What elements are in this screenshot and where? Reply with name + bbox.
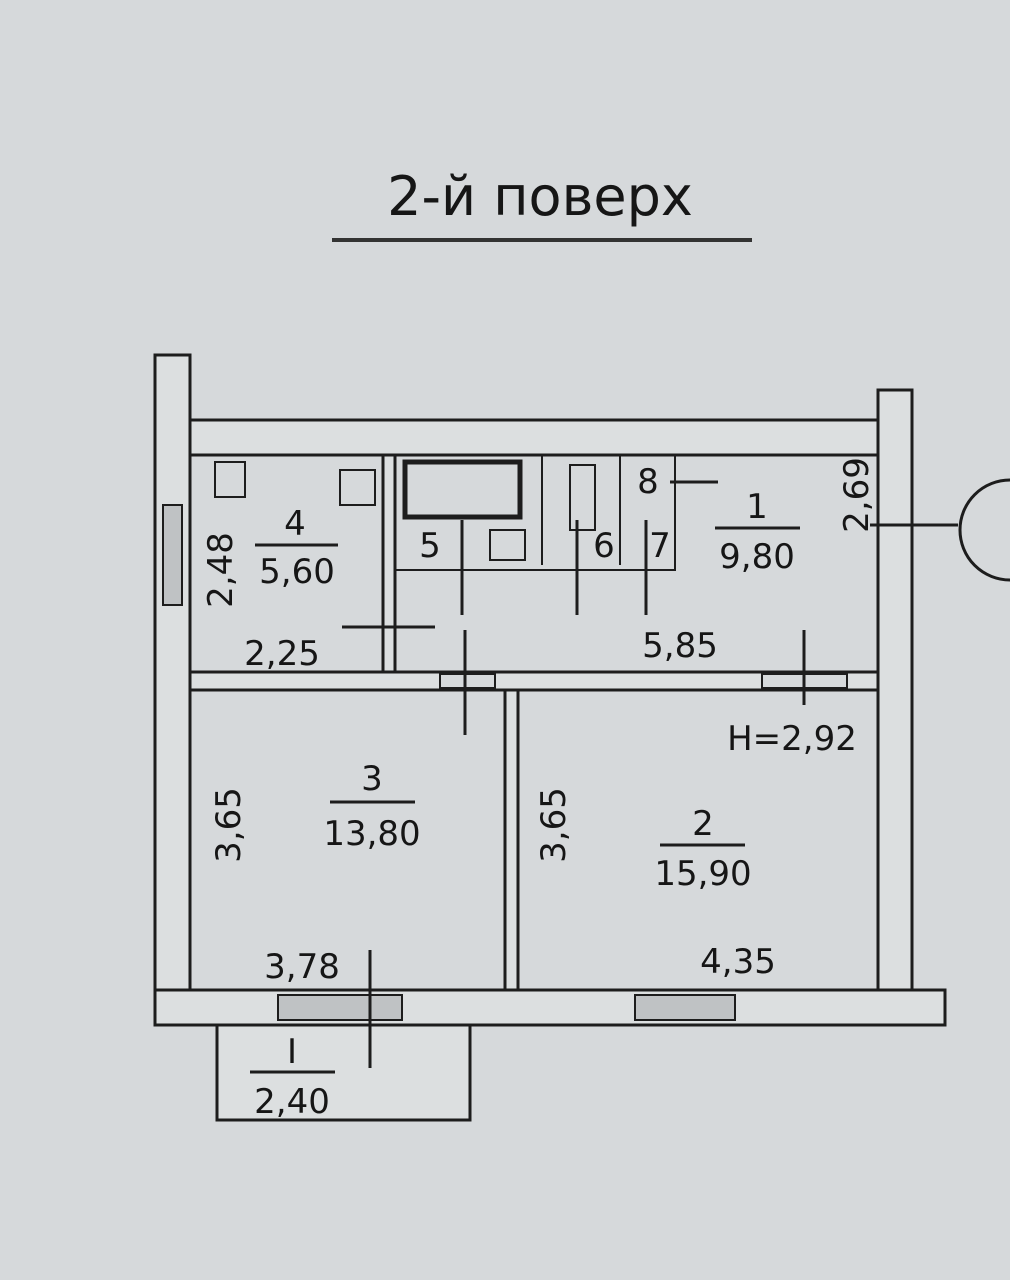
room-8-number: 8: [637, 462, 659, 502]
dimension-lines: [342, 478, 1010, 1068]
window-room3: [277, 994, 403, 1021]
dim-room2-width: 4,35: [700, 942, 776, 982]
bathtub-icon: [402, 459, 523, 520]
room-area: 2,40: [254, 1082, 330, 1122]
ceiling-height: H=2,92: [727, 719, 857, 759]
room-1: 1 9,80: [715, 487, 800, 577]
dim-room3-width: 3,78: [264, 947, 340, 987]
room-area: 15,90: [654, 854, 751, 894]
dim-room2-height: 3,65: [534, 787, 574, 863]
room-number: 3: [361, 759, 383, 799]
room-number: 2: [692, 804, 714, 844]
room-area: 5,60: [259, 552, 335, 592]
bathroom-block: [214, 454, 676, 571]
stove-icon: [214, 461, 246, 498]
door-room3: [439, 673, 496, 689]
room-6-number: 6: [593, 526, 615, 566]
partition-wall-2-3: [503, 688, 520, 992]
window-left: [162, 504, 183, 606]
toilet-icon: [569, 464, 596, 531]
window-room2: [634, 994, 736, 1021]
room-number: I: [287, 1032, 297, 1072]
sink-icon: [489, 529, 526, 561]
right-wall: [876, 388, 914, 992]
room-7-number: 7: [649, 526, 671, 566]
top-wall: [188, 418, 882, 457]
room-4: 4 5,60: [255, 504, 338, 592]
floor-title: 2-й поверх: [387, 165, 693, 228]
room-area: 9,80: [719, 537, 795, 577]
dim-room1-height: 2,69: [837, 457, 877, 533]
axis-marker-circle: [958, 478, 1010, 582]
dim-room4-width: 2,25: [244, 634, 320, 674]
room-2: 2 15,90: [654, 804, 751, 894]
room-number: 4: [284, 504, 306, 544]
dim-room3-height: 3,65: [209, 787, 249, 863]
dim-room4-height: 2,48: [201, 532, 241, 608]
partition-wall-4: [381, 453, 397, 674]
room-area: 13,80: [323, 814, 420, 854]
room-number: 1: [746, 487, 768, 527]
room-5-number: 5: [419, 526, 441, 566]
room-3: 3 13,80: [323, 759, 420, 854]
bottom-wall: [153, 988, 947, 1027]
inner-wall: [188, 670, 880, 692]
dim-room1-width: 5,85: [642, 626, 718, 666]
kitchen-sink-icon: [339, 469, 376, 506]
balcony-label: I 2,40: [250, 1032, 335, 1122]
left-wall: [153, 353, 192, 1027]
